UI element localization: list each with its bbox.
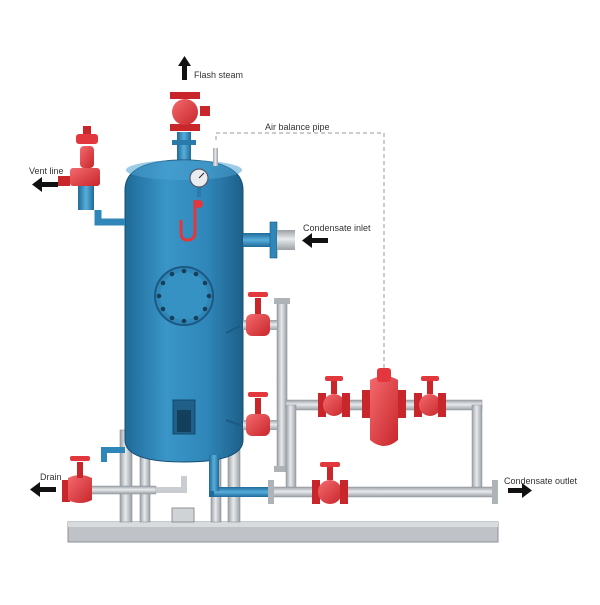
- flash-steam-arrow-icon: [178, 56, 191, 80]
- condensate-outlet-label: Condensate outlet: [504, 476, 578, 486]
- air-balance-pipe-label: Air balance pipe: [265, 122, 330, 132]
- lower-level-valve: [225, 392, 277, 436]
- bypass-valve: [312, 462, 348, 504]
- safety-valve-icon: [58, 126, 125, 226]
- upper-level-valve: [225, 292, 277, 336]
- flash-steam-valve: [170, 92, 210, 131]
- vent-line-arrow-icon: [32, 177, 58, 192]
- base-skid: [67, 507, 499, 543]
- condensate-inlet-arrow-icon: [302, 233, 328, 248]
- vessel-top-nozzle: [213, 148, 218, 166]
- trap-isolation-valve-left: [318, 376, 350, 417]
- air-balance-pipe: [215, 132, 385, 368]
- pressure-gauge: [179, 168, 209, 242]
- drain-arrow-icon: [30, 482, 56, 497]
- steam-trap-icon: [362, 368, 406, 446]
- drain-line: [62, 447, 187, 503]
- vent-line-label: Vent line: [29, 166, 64, 176]
- condensate-inlet-nozzle: [243, 221, 295, 259]
- manhole: [154, 266, 214, 326]
- flash-steam-label: Flash steam: [194, 70, 244, 80]
- drain-label: Drain: [40, 472, 62, 482]
- condensate-inlet-label: Condensate inlet: [303, 223, 371, 233]
- condensate-outlet-arrow-icon: [508, 483, 532, 498]
- trap-isolation-valve-right: [414, 376, 446, 417]
- manhole-bolts: [156, 268, 212, 324]
- internal-outlet: [172, 399, 196, 435]
- level-gauge-column: [274, 298, 290, 472]
